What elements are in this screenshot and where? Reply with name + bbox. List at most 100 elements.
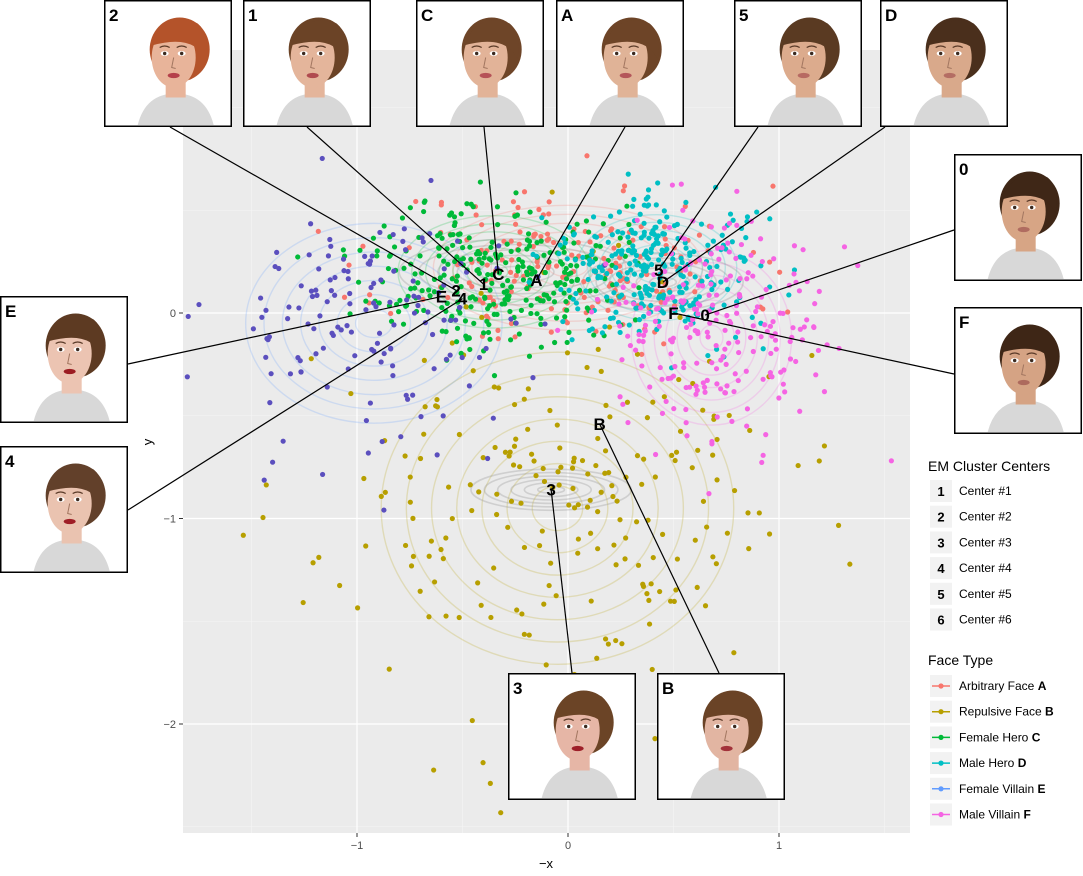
scatter-point xyxy=(297,358,303,364)
scatter-point xyxy=(184,374,190,380)
scatter-point xyxy=(681,364,687,371)
scatter-point xyxy=(738,241,745,248)
scatter-point xyxy=(570,296,576,302)
scatter-point xyxy=(566,287,572,294)
scatter-point xyxy=(408,286,414,292)
scatter-point xyxy=(744,406,751,412)
scatter-point xyxy=(666,224,673,231)
scatter-point xyxy=(641,220,647,226)
scatter-point xyxy=(498,252,504,258)
scatter-point xyxy=(311,326,317,332)
scatter-point xyxy=(638,224,644,230)
scatter-point xyxy=(791,271,797,277)
scatter-point xyxy=(513,272,519,278)
scatter-point xyxy=(604,294,610,300)
x-tick-label: 1 xyxy=(776,840,782,852)
scatter-point xyxy=(638,292,644,298)
scatter-point xyxy=(737,276,743,282)
scatter-point xyxy=(615,248,622,254)
scatter-point xyxy=(464,201,470,207)
scatter-point xyxy=(544,237,550,243)
scatter-point xyxy=(800,247,806,253)
scatter-point xyxy=(476,489,482,495)
scatter-point xyxy=(545,264,551,271)
scatter-point xyxy=(709,286,715,293)
scatter-point xyxy=(614,498,620,504)
scatter-point xyxy=(542,321,548,327)
scatter-point xyxy=(795,462,801,469)
scatter-point xyxy=(780,381,786,387)
scatter-point xyxy=(403,392,409,398)
scatter-point xyxy=(487,780,493,786)
scatter-point xyxy=(664,296,671,302)
scatter-point xyxy=(855,262,861,269)
scatter-point xyxy=(695,282,702,288)
scatter-point xyxy=(787,356,794,362)
scatter-point xyxy=(688,321,694,327)
scatter-point xyxy=(357,247,363,253)
scatter-point xyxy=(584,305,590,311)
face-legend-key-letter: B xyxy=(1045,705,1054,719)
scatter-point xyxy=(687,303,693,309)
scatter-point xyxy=(734,222,740,229)
face-thumbnail: 0 xyxy=(954,154,1082,281)
pupil-shape xyxy=(938,51,943,56)
scatter-point xyxy=(443,329,449,335)
scatter-point xyxy=(676,376,682,383)
scatter-point xyxy=(381,223,387,229)
scatter-point xyxy=(371,300,377,306)
scatter-point xyxy=(682,203,688,209)
hair-fringe-shape xyxy=(151,20,207,60)
scatter-point xyxy=(682,267,689,273)
scatter-point xyxy=(632,317,639,323)
scatter-point xyxy=(508,337,514,343)
scatter-point xyxy=(516,331,522,337)
brow-shape xyxy=(176,45,188,49)
scatter-point xyxy=(360,243,366,249)
thumbnail-label: D xyxy=(885,6,897,25)
scatter-point xyxy=(673,449,680,455)
scatter-point xyxy=(508,269,514,275)
scatter-point xyxy=(315,228,321,234)
scatter-point xyxy=(698,221,705,227)
scatter-point xyxy=(348,329,354,335)
scatter-point xyxy=(508,248,514,254)
em-legend-label: Center #4 xyxy=(959,561,1012,575)
scatter-point xyxy=(721,225,728,231)
scatter-point xyxy=(747,427,753,434)
scatter-point xyxy=(744,214,751,220)
nose-shape xyxy=(1021,211,1026,223)
scatter-point xyxy=(449,515,455,522)
hair-fringe-shape xyxy=(1001,327,1057,367)
scatter-point xyxy=(638,301,645,307)
scatter-point xyxy=(328,288,334,294)
scatter-point xyxy=(636,285,642,291)
scatter-point xyxy=(507,308,513,315)
scatter-point xyxy=(687,271,693,277)
scatter-point xyxy=(436,245,442,251)
scatter-point xyxy=(401,265,407,271)
face-thumbnail: 1 xyxy=(243,0,371,127)
density-contour xyxy=(405,373,710,643)
density-contour xyxy=(523,482,579,498)
scatter-point xyxy=(664,246,670,252)
scatter-point xyxy=(541,478,548,485)
scatter-point xyxy=(575,306,581,312)
scatter-point xyxy=(473,212,479,218)
scatter-point xyxy=(521,189,528,195)
scatter-point xyxy=(487,287,493,293)
scatter-point xyxy=(680,360,687,366)
scatter-point xyxy=(723,361,729,367)
scatter-point xyxy=(704,524,710,530)
face-legend-dot xyxy=(938,811,944,818)
scatter-point xyxy=(714,245,721,251)
scatter-point xyxy=(378,277,384,283)
face-thumbnail: 5 xyxy=(734,0,862,127)
leader-lines-layer xyxy=(127,126,955,674)
scatter-point xyxy=(453,278,460,284)
scatter-point xyxy=(431,366,437,372)
scatter-point xyxy=(313,351,319,357)
scatter-point xyxy=(587,288,593,294)
scatter-point xyxy=(596,264,602,270)
pupil-shape xyxy=(58,347,63,352)
